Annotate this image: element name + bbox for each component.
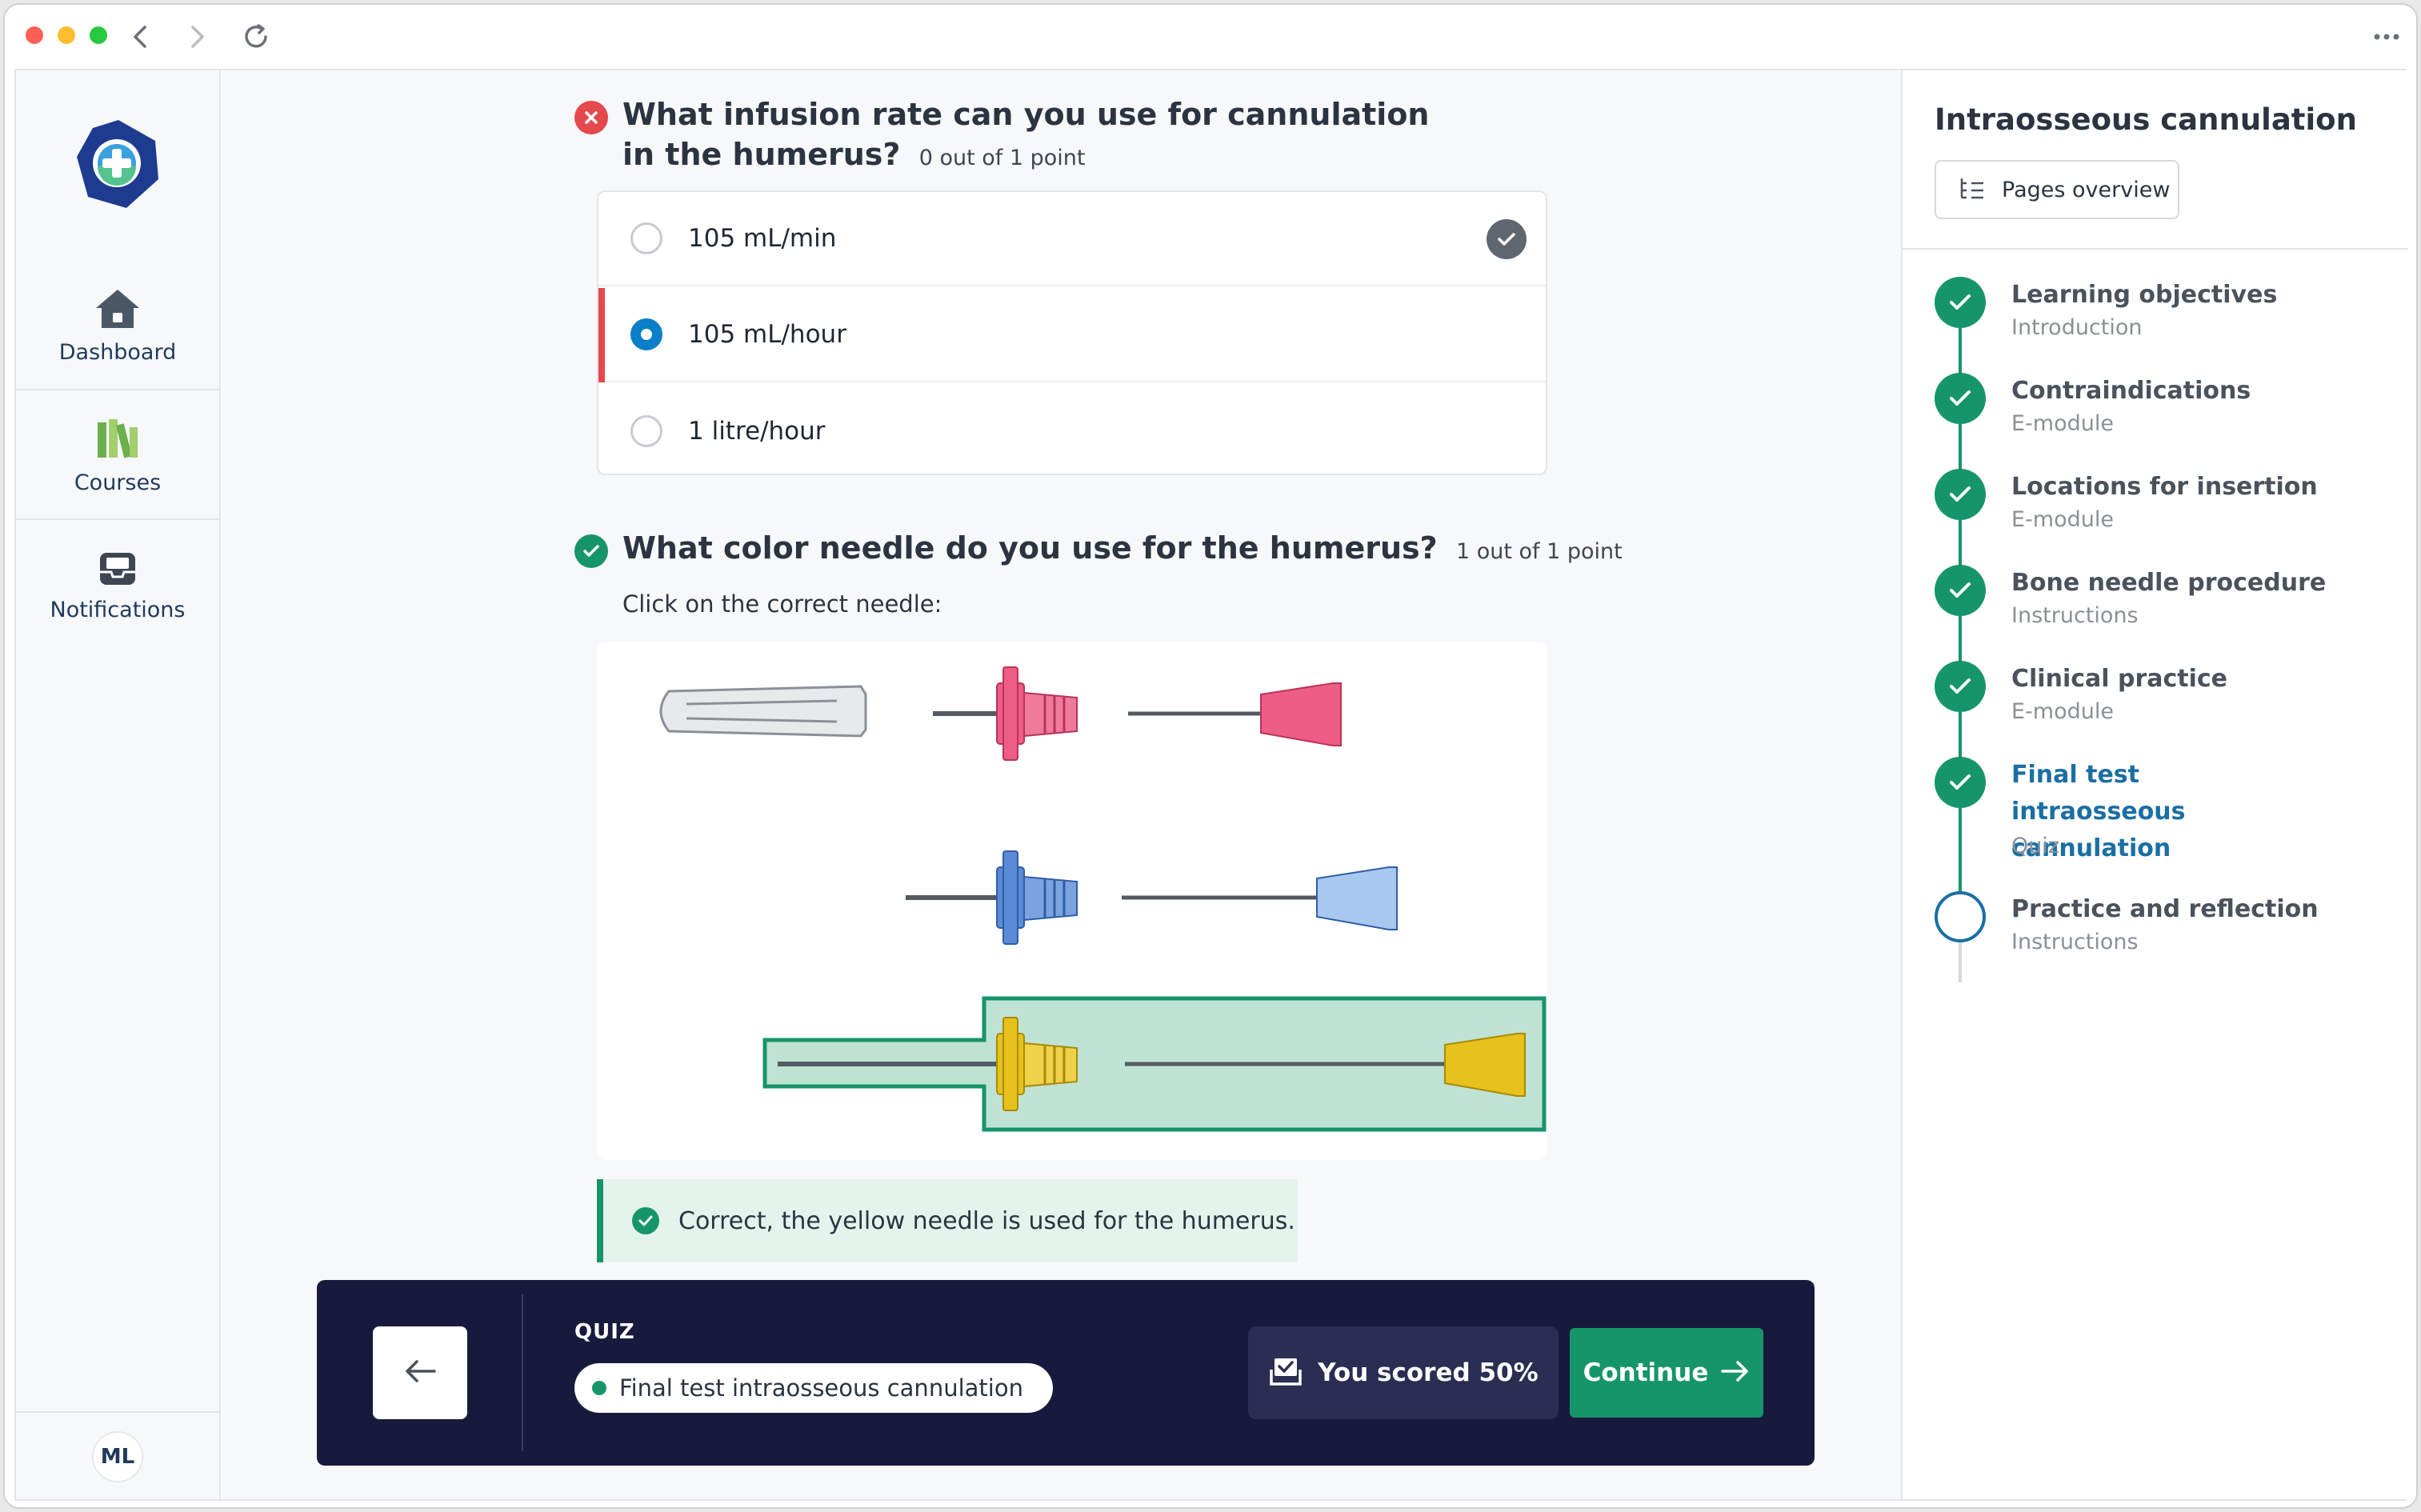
current-page-pill: Final test intraosseous cannulation <box>574 1363 1053 1413</box>
app-logo-icon <box>70 117 166 216</box>
nav-dashboard[interactable]: Dashboard <box>16 262 219 390</box>
app-frame: Dashboard Courses Notifications ML <box>14 69 2408 1501</box>
pink-needle-icon[interactable] <box>933 666 1342 761</box>
needle-cap-icon <box>659 685 867 738</box>
browser-window: Dashboard Courses Notifications ML <box>3 3 2418 1509</box>
option-radio-selected[interactable] <box>630 318 662 350</box>
panel-divider <box>1903 248 2408 250</box>
wrong-selection-marker <box>598 288 605 382</box>
correct-status-icon <box>574 534 608 568</box>
course-outline-panel: Intraosseous cannulation Pages overview … <box>1901 70 2408 1499</box>
nav-courses-label: Courses <box>74 470 162 495</box>
option-105-ml-hour[interactable]: 105 mL/hour <box>598 288 1546 382</box>
question-2-title: What color needle do you use for the hum… <box>622 530 1623 566</box>
forward-nav-icon[interactable] <box>179 19 214 54</box>
nav-notifications-label: Notifications <box>50 597 186 622</box>
step-done-check-icon <box>1935 565 1986 616</box>
option-1-litre-hour[interactable]: 1 litre/hour <box>598 384 1546 474</box>
arrow-right-icon <box>1721 1360 1750 1386</box>
minimize-window-button[interactable] <box>58 26 75 44</box>
question-1-options: 105 mL/min 105 mL/hour 1 litre/hour <box>597 190 1547 475</box>
main-content: What infusion rate can you use for cannu… <box>222 70 1903 1499</box>
needle-image-area <box>597 642 1547 1160</box>
step-done-check-icon <box>1935 469 1986 520</box>
feedback-check-icon <box>632 1207 659 1234</box>
correct-answer-check-icon <box>1487 219 1527 259</box>
question-2-points: 1 out of 1 point <box>1455 539 1623 564</box>
footer-divider <box>522 1294 523 1451</box>
continue-button[interactable]: Continue <box>1570 1328 1763 1418</box>
course-title: Intraosseous cannulation <box>1935 102 2357 137</box>
option-radio[interactable] <box>630 222 662 254</box>
question-2-prompt: Click on the correct needle: <box>622 590 942 618</box>
pages-overview-button[interactable]: Pages overview <box>1935 160 2179 219</box>
more-menu-icon[interactable] <box>2367 19 2407 54</box>
step-done-check-icon <box>1935 661 1986 712</box>
nav-notifications[interactable]: Notifications <box>16 522 219 650</box>
status-dot <box>592 1381 606 1395</box>
step-done-check-icon <box>1935 277 1986 328</box>
previous-button[interactable] <box>373 1326 467 1419</box>
quiz-section-label: QUIZ <box>574 1320 635 1344</box>
inbox-icon <box>97 550 138 591</box>
title-bar <box>5 5 2416 67</box>
question-1-points: 0 out of 1 point <box>918 146 1086 170</box>
yellow-needle-icon[interactable] <box>762 996 1547 1132</box>
step-pending-circle-icon <box>1935 891 1986 942</box>
option-105-ml-min[interactable]: 105 mL/min <box>598 192 1546 286</box>
reload-icon[interactable] <box>238 19 274 54</box>
option-radio[interactable] <box>630 415 662 447</box>
maximize-window-button[interactable] <box>90 26 107 44</box>
avatar[interactable]: ML <box>92 1431 143 1482</box>
books-icon <box>95 416 140 464</box>
progress-line <box>1959 302 1962 971</box>
close-window-button[interactable] <box>26 26 43 44</box>
quiz-footer-bar: QUIZ Final test intraosseous cannulation… <box>317 1280 1815 1466</box>
user-area: ML <box>16 1411 219 1501</box>
back-nav-icon[interactable] <box>123 19 158 54</box>
score-badge: You scored 50% <box>1248 1326 1559 1419</box>
feedback-banner: Correct, the yellow needle is used for t… <box>597 1179 1298 1262</box>
feedback-text: Correct, the yellow needle is used for t… <box>678 1206 1295 1235</box>
incorrect-status-icon <box>574 101 608 134</box>
blue-needle-icon[interactable] <box>906 850 1398 945</box>
step-done-check-icon <box>1935 373 1986 424</box>
arrow-left-icon <box>404 1359 436 1386</box>
list-tree-icon <box>1959 176 1986 203</box>
question-2: What color needle do you use for the hum… <box>574 528 1623 576</box>
question-1-title: What infusion rate can you use for cannu… <box>622 97 1430 172</box>
sidebar: Dashboard Courses Notifications ML <box>16 70 221 1499</box>
nav-dashboard-label: Dashboard <box>58 339 177 365</box>
step-done-check-icon <box>1935 757 1986 808</box>
score-check-icon <box>1268 1355 1303 1390</box>
home-icon <box>94 287 142 334</box>
nav-courses[interactable]: Courses <box>16 392 219 520</box>
